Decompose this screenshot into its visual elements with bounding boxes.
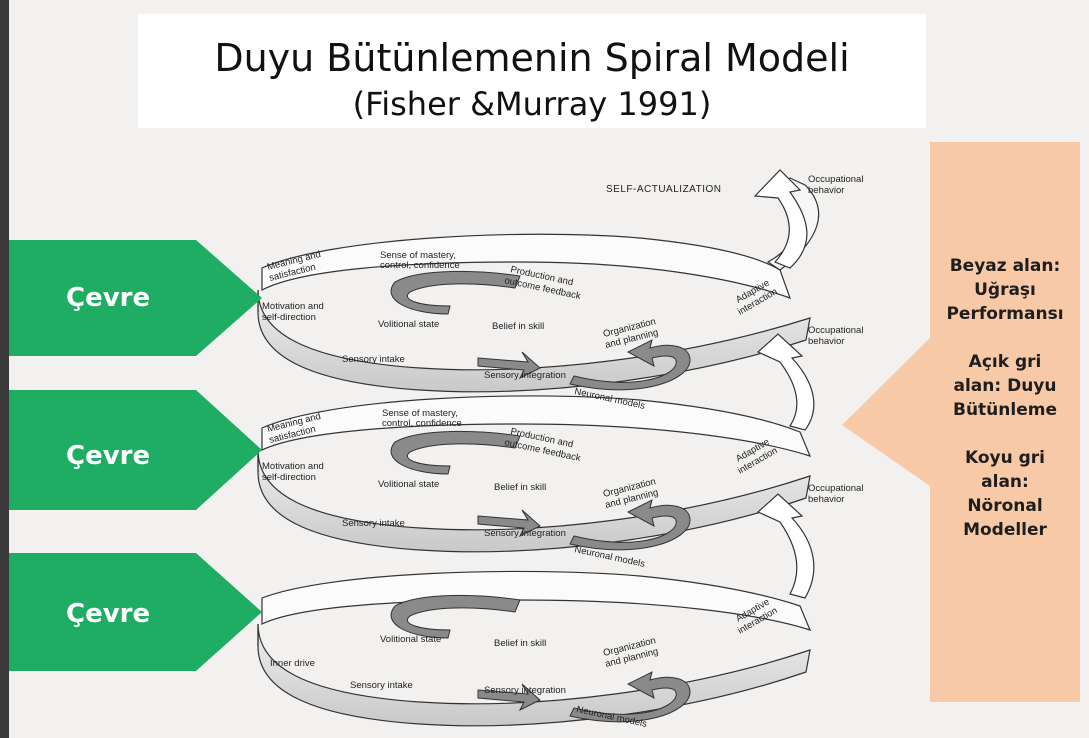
label-occupational-behavior-3b: behavior bbox=[808, 494, 844, 505]
label-sensory-intake-2: Sensory intake bbox=[342, 518, 405, 529]
label-volitional-3: Volitional state bbox=[380, 634, 441, 645]
label-motivation-2a: Motivation and bbox=[262, 461, 324, 472]
label-occupational-behavior-2b: behavior bbox=[808, 336, 844, 347]
legend-line: Nöronal bbox=[967, 496, 1043, 516]
label-occupational-behavior-2a: Occupational bbox=[808, 325, 863, 336]
legend-line: Beyaz alan: bbox=[949, 256, 1061, 276]
legend-line: Modeller bbox=[963, 520, 1047, 540]
label-motivation-1b: self-direction bbox=[262, 312, 316, 323]
label-occupational-behavior-1b: behavior bbox=[808, 185, 844, 196]
label-sensory-integration-2: Sensory integration bbox=[484, 528, 566, 539]
label-motivation-2b: self-direction bbox=[262, 472, 316, 483]
legend-line: Bütünleme bbox=[953, 400, 1057, 420]
label-belief-1: Belief in skill bbox=[492, 321, 544, 332]
page-title: Duyu Bütünlemenin Spiral Modeli bbox=[214, 36, 850, 80]
label-mastery-2b: control, confidence bbox=[382, 418, 462, 429]
label-sensory-integration-1: Sensory integration bbox=[484, 370, 566, 381]
label-belief-2: Belief in skill bbox=[494, 482, 546, 493]
environment-label-1: Çevre bbox=[66, 283, 150, 313]
label-mastery-1a: Sense of mastery, bbox=[380, 250, 456, 261]
label-sensory-intake-3: Sensory intake bbox=[350, 680, 413, 691]
label-inner-drive: Inner drive bbox=[270, 658, 315, 669]
label-self-actualization: SELF-ACTUALIZATION bbox=[606, 184, 722, 195]
legend-light-gray-area: Açık gri alan: Duyu Bütünleme bbox=[953, 350, 1057, 422]
title-box: Duyu Bütünlemenin Spiral Modeli (Fisher … bbox=[138, 14, 926, 128]
legend-line: alan: bbox=[981, 472, 1029, 492]
side-arrow bbox=[842, 338, 930, 486]
spiral-level-1 bbox=[257, 169, 820, 393]
legend-line: Koyu gri bbox=[964, 448, 1046, 468]
label-occupational-behavior-3a: Occupational bbox=[808, 483, 863, 494]
environment-label-3: Çevre bbox=[66, 599, 150, 629]
legend-line: Performansı bbox=[946, 304, 1064, 324]
label-mastery-2a: Sense of mastery, bbox=[382, 408, 458, 419]
environment-label-2: Çevre bbox=[66, 441, 150, 471]
label-belief-3: Belief in skill bbox=[494, 638, 546, 649]
spiral-level-2 bbox=[257, 333, 815, 553]
environment-arrow-3: Çevre bbox=[9, 553, 262, 671]
label-sensory-intake-1: Sensory intake bbox=[342, 354, 405, 365]
environment-arrow-1: Çevre bbox=[9, 240, 262, 356]
slide-edge bbox=[0, 0, 9, 738]
legend-line: alan: Duyu bbox=[953, 376, 1057, 396]
environment-arrow-2: Çevre bbox=[9, 390, 262, 510]
legend-line: Uğraşı bbox=[974, 280, 1036, 300]
legend-white-area: Beyaz alan: Uğraşı Performansı bbox=[946, 254, 1063, 326]
spiral-level-3 bbox=[257, 493, 815, 727]
legend-line: Açık gri bbox=[968, 352, 1042, 372]
label-volitional-1: Volitional state bbox=[378, 319, 439, 330]
page-subtitle: (Fisher &Murray 1991) bbox=[352, 85, 712, 123]
label-sensory-integration-3: Sensory integration bbox=[484, 685, 566, 696]
label-occupational-behavior-1a: Occupational bbox=[808, 174, 863, 185]
label-motivation-1a: Motivation and bbox=[262, 301, 324, 312]
label-volitional-2: Volitional state bbox=[378, 479, 439, 490]
legend-panel: Beyaz alan: Uğraşı Performansı Açık gri … bbox=[930, 142, 1080, 702]
label-mastery-1b: control, confidence bbox=[380, 260, 460, 271]
legend-dark-gray-area: Koyu gri alan: Nöronal Modeller bbox=[963, 446, 1047, 542]
